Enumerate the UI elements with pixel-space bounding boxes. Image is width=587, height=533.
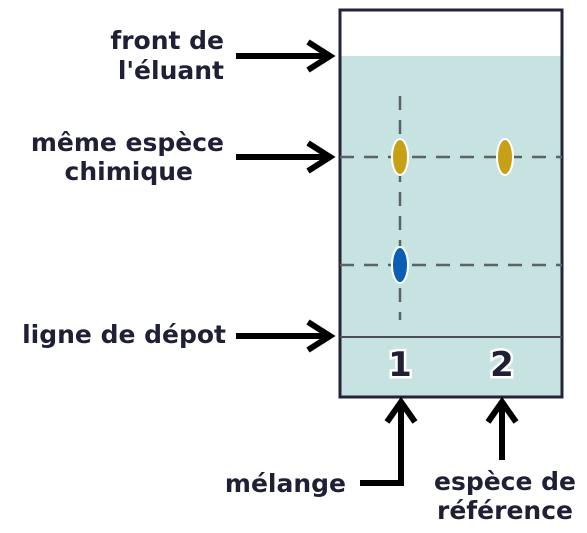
label-same-species-line2: chimique (65, 157, 193, 186)
label-deposit-line: ligne de dépot (22, 320, 226, 349)
lane-2-number: 2 (490, 345, 514, 385)
arrow-mixture-icon (360, 396, 418, 486)
label-reference-line2: référence (437, 496, 573, 525)
label-reference-line1: espèce de (434, 467, 576, 496)
tlc-plate (338, 8, 564, 399)
label-same-species-line1: même espèce (31, 128, 224, 157)
arrow-deposit-icon (236, 319, 336, 353)
label-mixture: mélange (225, 469, 346, 498)
label-front-line2: l'éluant (118, 56, 224, 85)
spot-lane1-yellow (391, 138, 409, 176)
spots (391, 138, 514, 284)
arrow-front-icon (236, 39, 336, 73)
label-front-line1: front de (110, 26, 224, 55)
spot-lane1-blue (391, 246, 409, 284)
arrow-same-species-icon (236, 140, 336, 174)
plate-border (338, 8, 564, 399)
eluent-region (340, 56, 562, 397)
guide-lines (340, 96, 562, 320)
spot-lane2-yellow (496, 138, 514, 176)
arrow-reference-icon (485, 396, 519, 460)
lane-1-number: 1 (388, 345, 412, 385)
